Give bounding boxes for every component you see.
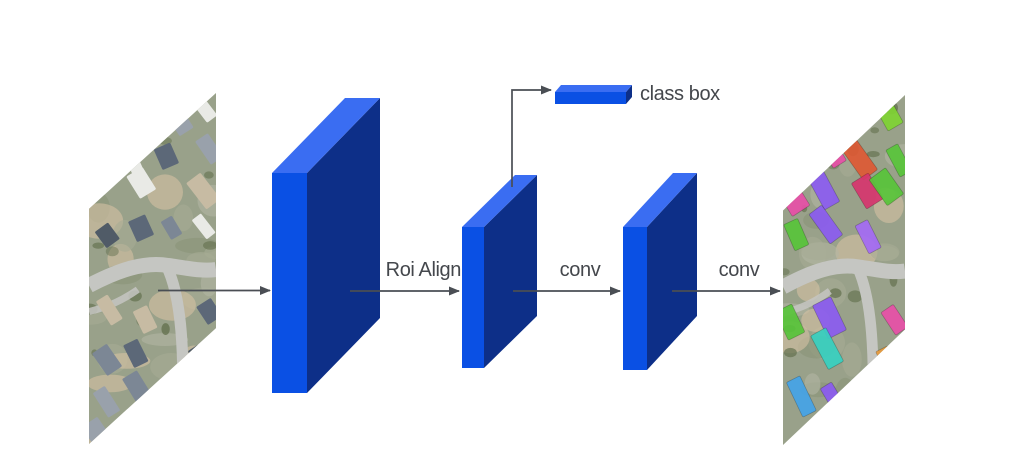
feature-block-large-side	[307, 98, 380, 393]
feature-block-conv-front	[623, 227, 647, 370]
feature-block-roi	[462, 175, 537, 368]
feature-block-large-front	[272, 173, 307, 393]
class-box-label: class box	[640, 83, 720, 105]
class-box-slab-top	[555, 85, 632, 92]
output-segmented-art	[783, 95, 905, 445]
roi-align-label: Roi Align	[385, 259, 462, 281]
feature-block-large	[272, 98, 380, 393]
output-segmented-image	[783, 95, 905, 445]
arrow-to-class-box	[511, 85, 552, 187]
class-box-slab	[555, 85, 632, 104]
class-box-slab-front	[555, 92, 626, 104]
input-aerial-art	[89, 93, 216, 444]
feature-block-large-top	[272, 98, 380, 173]
input-aerial-image	[89, 93, 216, 444]
conv-label-1: conv	[559, 259, 601, 281]
feature-block-roi-top	[462, 175, 537, 227]
conv-label-2: conv	[718, 259, 760, 281]
feature-block-conv-top	[623, 173, 697, 227]
feature-block-roi-front	[462, 227, 484, 368]
class-box-slab-side	[626, 85, 632, 104]
feature-block-conv	[623, 173, 697, 370]
